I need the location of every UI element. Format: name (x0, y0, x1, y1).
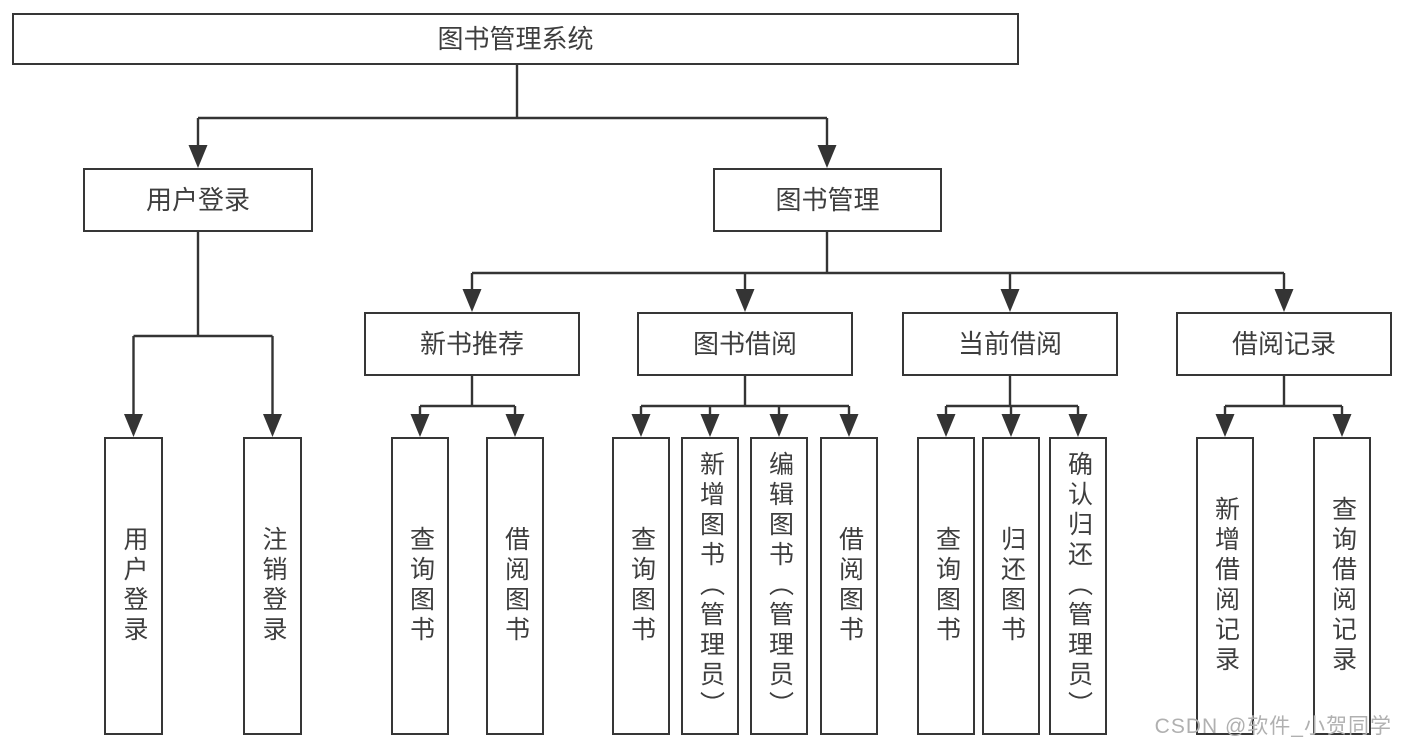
node-borrow-records: 借阅记录 (1176, 312, 1392, 376)
leaf-query-books-current: 查询图书 (917, 437, 975, 735)
connector-edges (132, 65, 1344, 420)
leaf-borrow-books-recommend: 借阅图书 (486, 437, 544, 735)
leaf-add-book-admin: 新增图书（管理员） (681, 437, 739, 735)
leaf-logout: 注销登录 (243, 437, 302, 735)
node-current-borrowing: 当前借阅 (902, 312, 1118, 376)
leaf-edit-book-admin: 编辑图书（管理员） (750, 437, 808, 735)
node-library-system: 图书管理系统 (12, 13, 1019, 65)
leaf-query-books-borrow: 查询图书 (612, 437, 670, 735)
arrowhead-icons (124, 145, 1352, 437)
leaf-borrow-books-borrow: 借阅图书 (820, 437, 878, 735)
node-user-login: 用户登录 (83, 168, 313, 232)
leaf-query-borrow-record: 查询借阅记录 (1313, 437, 1371, 735)
leaf-confirm-return-admin: 确认归还（管理员） (1049, 437, 1107, 735)
node-book-borrowing: 图书借阅 (637, 312, 853, 376)
node-new-book-recommend: 新书推荐 (364, 312, 580, 376)
leaf-user-login: 用户登录 (104, 437, 163, 735)
node-book-management: 图书管理 (713, 168, 942, 232)
csdn-watermark: CSDN @软件_小贺同学 (1154, 715, 1392, 738)
leaf-query-books-recommend: 查询图书 (391, 437, 449, 735)
leaf-return-books: 归还图书 (982, 437, 1040, 735)
leaf-add-borrow-record: 新增借阅记录 (1196, 437, 1254, 735)
